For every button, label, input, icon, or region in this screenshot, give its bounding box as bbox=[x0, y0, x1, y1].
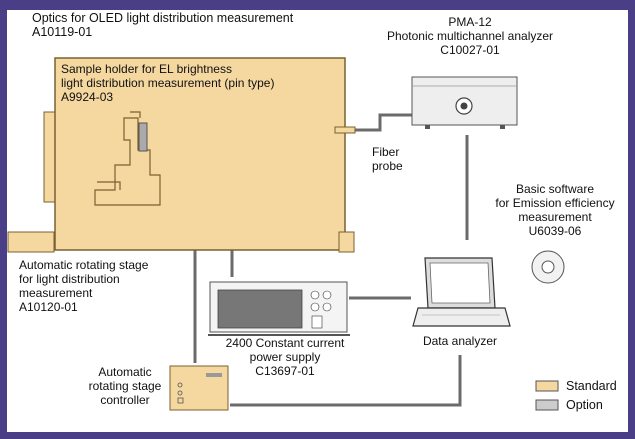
fiber-probe-line bbox=[345, 113, 412, 132]
legend-standard-swatch bbox=[535, 380, 559, 392]
pma-device bbox=[411, 76, 518, 129]
sample-holder-shape bbox=[138, 122, 148, 152]
stage-label-1: Automatic rotating stage bbox=[19, 258, 149, 272]
power-code: C13697-01 bbox=[255, 364, 315, 378]
pma-desc: Photonic multichannel analyzer bbox=[386, 29, 554, 43]
software-cd-icon bbox=[531, 250, 565, 284]
fiber-label-1: Fiber bbox=[372, 145, 400, 159]
power-supply-device bbox=[208, 281, 350, 336]
software-label-1: Basic software bbox=[515, 182, 595, 196]
holder-label-2: light distribution measurement (pin type… bbox=[61, 76, 275, 90]
controller-label-1: Automatic bbox=[98, 365, 152, 379]
legend-option-label: Option bbox=[566, 398, 603, 412]
pma-code: C10027-01 bbox=[440, 43, 500, 57]
stage-label-3: measurement bbox=[19, 286, 93, 300]
holder-label-1: Sample holder for EL brightness bbox=[61, 62, 232, 76]
controller-analyzer-cable bbox=[230, 355, 462, 407]
legend-standard-label: Standard bbox=[566, 379, 617, 393]
power-label-1: 2400 Constant current bbox=[225, 336, 345, 350]
software-label-2: for Emission efficiency bbox=[495, 196, 615, 210]
controller-device bbox=[169, 365, 229, 411]
data-analyzer-label: Data analyzer bbox=[422, 334, 498, 348]
power-label-2: power supply bbox=[249, 350, 321, 364]
controller-label-2: rotating stage bbox=[88, 379, 162, 393]
software-label-3: measurement bbox=[518, 210, 592, 224]
optics-enclosure bbox=[7, 57, 356, 253]
legend-option-swatch bbox=[535, 399, 559, 411]
stage-label-2: for light distribution bbox=[19, 272, 120, 286]
software-code: U6039-06 bbox=[528, 224, 582, 238]
optics-code: A10119-01 bbox=[32, 25, 93, 39]
optics-title: Optics for OLED light distribution measu… bbox=[32, 11, 294, 25]
pma-name: PMA-12 bbox=[448, 15, 492, 29]
fiber-label-2: probe bbox=[372, 159, 403, 173]
holder-code: A9924-03 bbox=[61, 90, 114, 104]
stage-code: A10120-01 bbox=[19, 300, 78, 314]
data-analyzer-laptop bbox=[412, 257, 511, 327]
controller-label-3: controller bbox=[100, 393, 150, 407]
